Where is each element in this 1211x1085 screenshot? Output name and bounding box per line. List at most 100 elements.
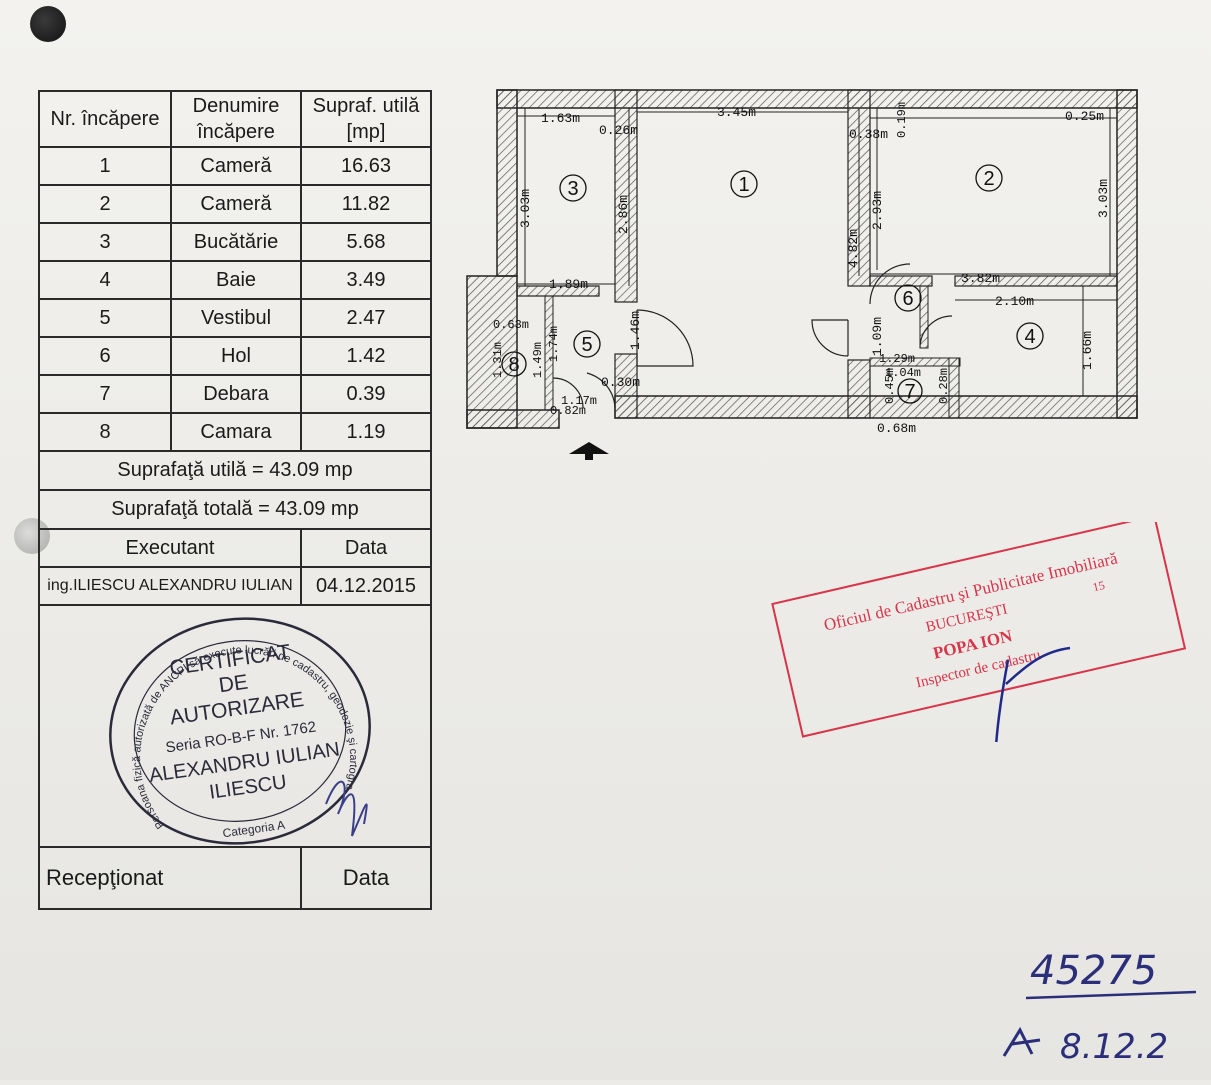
room-name: Cameră xyxy=(170,146,302,186)
stamp-signature xyxy=(325,780,368,837)
table-row: 2 Cameră 11.82 xyxy=(38,184,432,224)
dimension-lines xyxy=(517,108,1117,396)
dim-3-03-right: 3.03m xyxy=(1096,179,1111,218)
stamp-row: Persoana fizică autorizată de ANCPI să e… xyxy=(38,604,432,848)
room-label-3: 3 xyxy=(567,178,578,200)
table-row: 7 Debara 0.39 xyxy=(38,374,432,414)
dim-3-82: 3.82m xyxy=(961,271,1000,286)
header-area: Supraf. utilă [mp] xyxy=(300,90,432,148)
room-area: 3.49 xyxy=(300,260,432,300)
dim-1-49: 1.49m xyxy=(531,342,545,378)
room-name: Bucătărie xyxy=(170,222,302,262)
executant-row: ing.ILIESCU ALEXANDRU IULIAN 04.12.2015 xyxy=(38,566,432,606)
table-header-row: Nr. încăpere Denumire încăpere Supraf. u… xyxy=(38,90,432,148)
handwritten-registration: 45275 8.12.2 xyxy=(990,940,1211,1080)
header-room-number: Nr. încăpere xyxy=(38,90,172,148)
dim-3-45: 3.45m xyxy=(717,105,756,120)
dim-2-86: 2.86m xyxy=(616,195,631,234)
authorization-stamp: Persoana fizică autorizată de ANCPI să e… xyxy=(90,614,371,845)
dim-1-46: 1.46m xyxy=(628,311,643,350)
dim-3-03-left: 3.03m xyxy=(518,189,533,228)
dim-0-68: 0.68m xyxy=(877,421,916,436)
dim-1-63: 1.63m xyxy=(541,111,580,126)
room-name: Debara xyxy=(170,374,302,414)
room-name: Cameră xyxy=(170,184,302,224)
room-number: 7 xyxy=(38,374,172,414)
table-row: 3 Bucătărie 5.68 xyxy=(38,222,432,262)
received-label: Recepţionat xyxy=(38,846,302,910)
table-row: 6 Hol 1.42 xyxy=(38,336,432,376)
dim-4-82: 4.82m xyxy=(846,229,861,268)
room-label-1: 1 xyxy=(738,174,749,196)
room-area-table: Nr. încăpere Denumire încăpere Supraf. u… xyxy=(38,90,432,910)
executant-name: ing.ILIESCU ALEXANDRU IULIAN xyxy=(38,566,302,606)
room-number: 8 xyxy=(38,412,172,452)
stamp-line-de: DE xyxy=(217,671,249,698)
header-room-name: Denumire încăpere xyxy=(170,90,302,148)
executant-header-row: Executant Data xyxy=(38,528,432,568)
table-row: 1 Cameră 16.63 xyxy=(38,146,432,186)
room-label-4: 4 xyxy=(1024,326,1035,348)
dim-0-45: 0.45m xyxy=(883,368,897,404)
room-area: 5.68 xyxy=(300,222,432,262)
dim-0-38: 0.38m xyxy=(849,127,888,142)
dim-1-04: 1.04m xyxy=(885,366,921,380)
executant-label: Executant xyxy=(38,528,302,568)
dim-1-29: 1.29m xyxy=(879,352,915,366)
room-label-8: 8 xyxy=(508,354,519,376)
room-label-2: 2 xyxy=(983,168,994,190)
dim-0-63: 0.63m xyxy=(493,318,529,332)
room-area: 11.82 xyxy=(300,184,432,224)
room-area: 1.42 xyxy=(300,336,432,376)
room-name: Vestibul xyxy=(170,298,302,338)
dim-0-30: 0.30m xyxy=(601,375,640,390)
executant-date: 04.12.2015 xyxy=(300,566,432,606)
dim-2-93: 2.93m xyxy=(870,191,885,230)
total-area-row: Suprafaţă totală = 43.09 mp xyxy=(38,489,432,530)
dim-0-28: 0.28m xyxy=(937,368,951,404)
dim-1-31: 1.31m xyxy=(491,342,505,378)
table-row: 8 Camara 1.19 xyxy=(38,412,432,452)
table-row: 4 Baie 3.49 xyxy=(38,260,432,300)
room-number: 5 xyxy=(38,298,172,338)
total-area: Suprafaţă totală = 43.09 mp xyxy=(38,489,432,530)
dim-1-09: 1.09m xyxy=(870,317,885,356)
svg-text:Persoana fizică autorizată de: Persoana fizică autorizată de ANCPI să e… xyxy=(90,614,366,839)
dim-1-74: 1.74m xyxy=(547,326,561,362)
room-number: 6 xyxy=(38,336,172,376)
room-number: 2 xyxy=(38,184,172,224)
received-date-label: Data xyxy=(300,846,432,910)
table-row: 5 Vestibul 2.47 xyxy=(38,298,432,338)
date-label: Data xyxy=(300,528,432,568)
dim-0-82: 0.82m xyxy=(550,404,586,418)
handwritten-date: 8.12.2 xyxy=(1060,1027,1168,1067)
room-number: 1 xyxy=(38,146,172,186)
room-area: 0.39 xyxy=(300,374,432,414)
floor-plan: 1 2 3 4 5 6 7 8 1.63m 3.45m 0.26m 0.38m … xyxy=(466,89,1138,460)
dim-0-25: 0.25m xyxy=(1065,109,1104,124)
room-name: Camara xyxy=(170,412,302,452)
doors xyxy=(552,263,953,409)
room-name: Baie xyxy=(170,260,302,300)
stamp-cell: Persoana fizică autorizată de ANCPI să e… xyxy=(38,604,432,848)
handwritten-number: 45275 xyxy=(1030,948,1157,994)
useful-area-row: Suprafaţă utilă = 43.09 mp xyxy=(38,450,432,491)
dim-1-66: 1.66m xyxy=(1080,331,1095,370)
room-label-7: 7 xyxy=(904,381,915,403)
punch-hole-top xyxy=(30,6,66,42)
useful-area-total: Suprafaţă utilă = 43.09 mp xyxy=(38,450,432,491)
dim-0-26: 0.26m xyxy=(599,123,638,138)
room-number: 3 xyxy=(38,222,172,262)
dim-1-17: 1.17m xyxy=(561,394,597,408)
walls xyxy=(466,89,1138,429)
room-name: Hol xyxy=(170,336,302,376)
dim-1-89: 1.89m xyxy=(549,277,588,292)
room-number: 4 xyxy=(38,260,172,300)
room-area: 16.63 xyxy=(300,146,432,186)
handwritten-scribble xyxy=(1002,1026,1041,1057)
red-stamp-number: 15 xyxy=(1091,578,1106,594)
entrance-arrow-icon xyxy=(569,442,609,460)
room-area: 2.47 xyxy=(300,298,432,338)
inspector-signature xyxy=(995,646,1071,742)
dim-2-10: 2.10m xyxy=(995,294,1034,309)
